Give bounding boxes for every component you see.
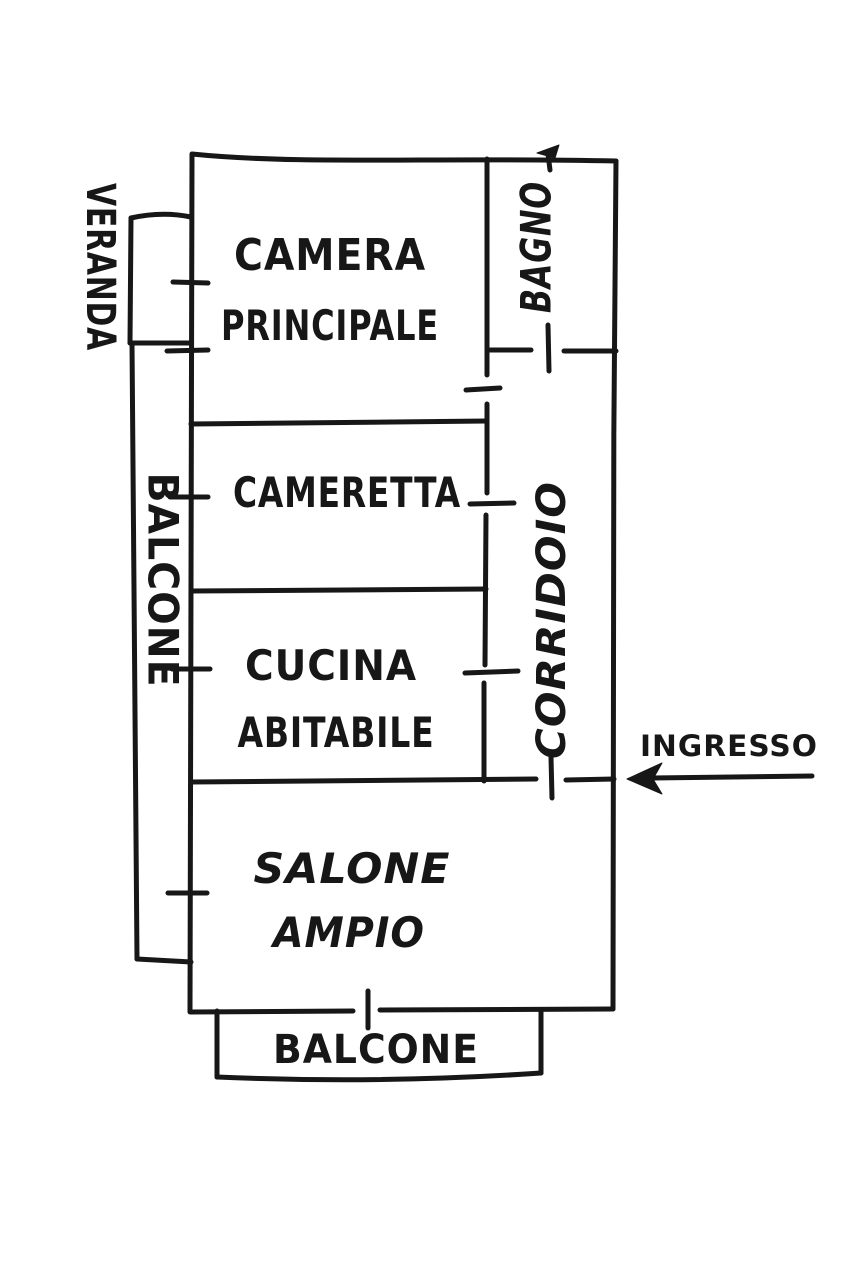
balcone-upper-door-tick — [164, 347, 211, 354]
balcone-inferiore-label: BALCONE — [273, 1027, 479, 1073]
ingresso-arrow-shaft — [649, 773, 815, 781]
cucina-bottom-wall-left — [188, 776, 539, 785]
outer-wall-top — [189, 151, 619, 164]
wall-marker-arrow — [536, 144, 560, 173]
ingresso-label: INGRESSO — [640, 729, 818, 763]
door-ticks — [164, 279, 555, 1031]
balcone-left-wall — [129, 340, 140, 962]
cucina-abitabile-label-line2: ABITABILE — [238, 708, 435, 757]
veranda-label: VERANDA — [77, 183, 123, 351]
arrow-left-small-icon — [536, 144, 560, 159]
camera-bottom-wall — [188, 418, 490, 427]
salone-ampio-label-line1: SALONE — [254, 844, 451, 893]
balcone-bottom-bottom-wall — [214, 1070, 544, 1083]
outer-wall-left — [187, 152, 195, 1015]
ingresso-door-tick — [548, 754, 555, 801]
labels: CAMERA PRINCIPALE BAGNO CAMERETTA CORRID… — [77, 181, 818, 1073]
camera-principale-label-line2: PRINCIPALE — [221, 301, 439, 350]
cameretta-bottom-wall — [188, 586, 489, 594]
camera-corridoio-door-tick — [463, 385, 503, 393]
cucina-abitabile-label-line1: CUCINA — [245, 641, 417, 690]
bagno-label: BAGNO — [512, 181, 561, 313]
veranda-door-tick — [170, 279, 211, 286]
veranda-top-wall — [128, 211, 194, 221]
walls — [127, 151, 619, 1083]
outer-wall-bottom-right-segment — [377, 1006, 616, 1013]
corridoio-label: CORRIDOIO — [529, 481, 575, 759]
cucina-corridoio-door-tick — [462, 668, 521, 676]
cameretta-label: CAMERETTA — [233, 468, 461, 517]
ingresso-arrow — [626, 762, 815, 795]
cucina-bottom-wall-right — [563, 776, 617, 783]
outer-wall-right — [610, 158, 619, 1012]
camera-principale-label-line1: CAMERA — [234, 230, 426, 281]
arrow-left-icon — [626, 762, 663, 795]
cameretta-corridoio-door-tick — [467, 500, 517, 507]
balcone-left-bottom-wall — [134, 956, 194, 965]
balcone-sinistra-label: BALCONE — [139, 473, 188, 688]
veranda-left-wall — [127, 215, 134, 346]
bagno-door-tick — [545, 322, 552, 374]
salone-ampio-label-line2: AMPIO — [270, 908, 425, 957]
